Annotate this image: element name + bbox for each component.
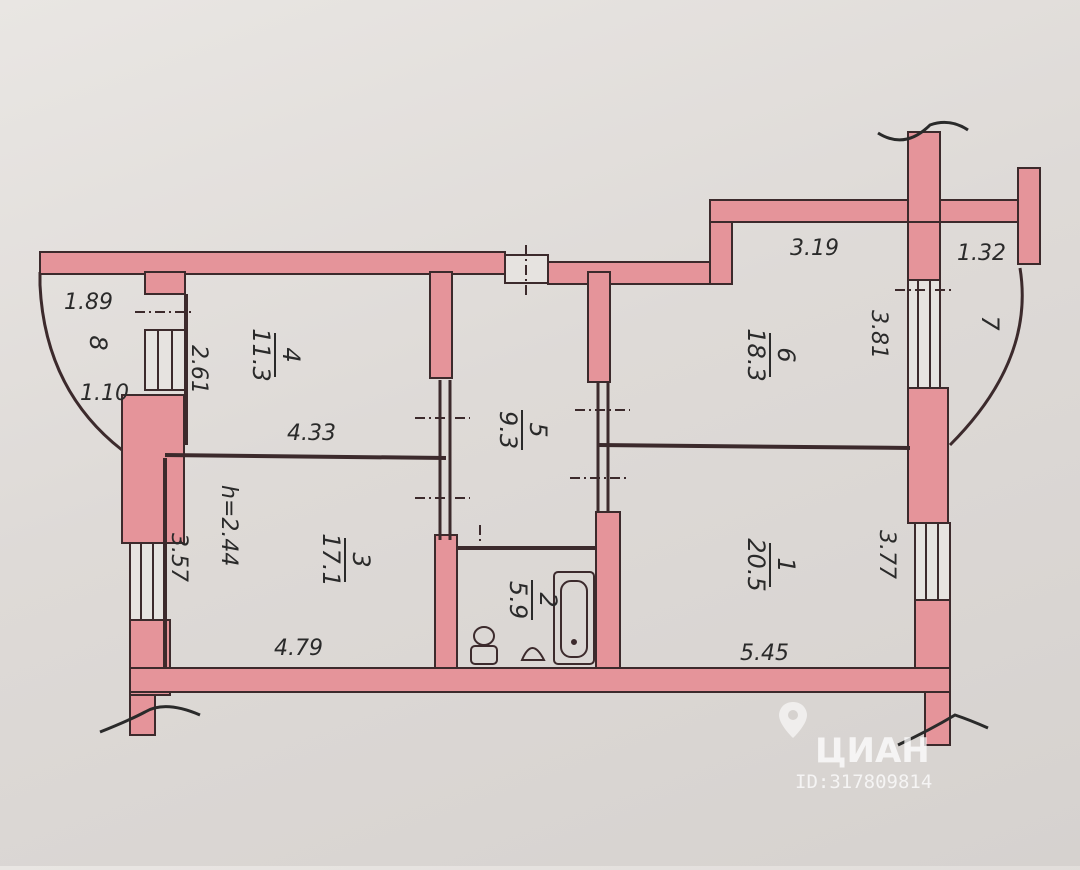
room-1-label: 1 20.5 — [742, 538, 800, 591]
watermark-brand: ЦИАН — [815, 731, 930, 771]
dim-room7-top: 1.32 — [957, 241, 1006, 266]
walls — [39, 131, 1041, 746]
window-room1 — [914, 522, 951, 601]
dim-room6-top: 3.19 — [790, 236, 839, 261]
svg-text:4: 4 — [277, 347, 305, 362]
room-2-label: 2 5.9 — [504, 580, 562, 620]
svg-text:11.3: 11.3 — [247, 328, 275, 381]
dim-room1-width: 5.45 — [740, 641, 789, 666]
watermark: ЦИАН ID:317809814 — [779, 702, 932, 793]
door-markers — [135, 245, 955, 545]
watermark-listing-id: ID:317809814 — [795, 771, 932, 793]
location-pin-icon — [779, 702, 807, 738]
dim-room6-side: 3.81 — [866, 310, 891, 359]
dim-room3-ceiling: h=2.44 — [216, 485, 241, 566]
dim-room8-bottom: 1.10 — [80, 381, 129, 406]
dim-room8-top: 1.89 — [64, 290, 113, 315]
svg-text:1: 1 — [772, 557, 800, 572]
dim-room3-side: 3.57 — [166, 533, 191, 582]
room-4-label: 4 11.3 — [247, 328, 305, 381]
room-labels: 1 20.5 2 5.9 3 17.1 4 11.3 5 9.3 6 18.3 — [84, 315, 1004, 620]
dim-room1-side: 3.77 — [874, 530, 899, 579]
room-7-label: 7 — [976, 315, 1004, 331]
svg-text:9.3: 9.3 — [494, 411, 522, 449]
svg-text:2: 2 — [534, 592, 562, 607]
bathtub-icon — [553, 571, 595, 665]
door-jambs — [438, 380, 610, 540]
balcony-7-outline — [948, 267, 1024, 447]
svg-text:17.1: 17.1 — [317, 533, 345, 586]
svg-text:6: 6 — [772, 347, 800, 362]
room-6-label: 6 18.3 — [742, 328, 800, 381]
room-5-label: 5 9.3 — [494, 410, 552, 450]
svg-text:20.5: 20.5 — [742, 538, 770, 591]
svg-text:18.3: 18.3 — [742, 328, 770, 381]
sink-icon — [520, 647, 546, 661]
dim-room4-width: 4.33 — [287, 421, 336, 446]
window-room8 — [144, 329, 186, 391]
dimension-labels: 1.89 1.10 2.61 4.33 h=2.44 3.57 4.79 3.1… — [64, 236, 1006, 666]
room-3-label: 3 17.1 — [317, 533, 375, 586]
balcony-8-outline — [38, 272, 123, 452]
svg-text:5.9: 5.9 — [504, 581, 532, 619]
svg-text:5: 5 — [524, 422, 552, 437]
dim-room3-width: 4.79 — [274, 636, 323, 661]
toilet-icon — [470, 626, 498, 665]
dim-room4-side: 2.61 — [186, 345, 211, 394]
wall-breaks — [99, 120, 989, 747]
window-room6 — [907, 279, 941, 389]
window-room3 — [129, 542, 165, 621]
svg-text:3: 3 — [347, 552, 375, 567]
room-8-label: 8 — [84, 335, 112, 350]
